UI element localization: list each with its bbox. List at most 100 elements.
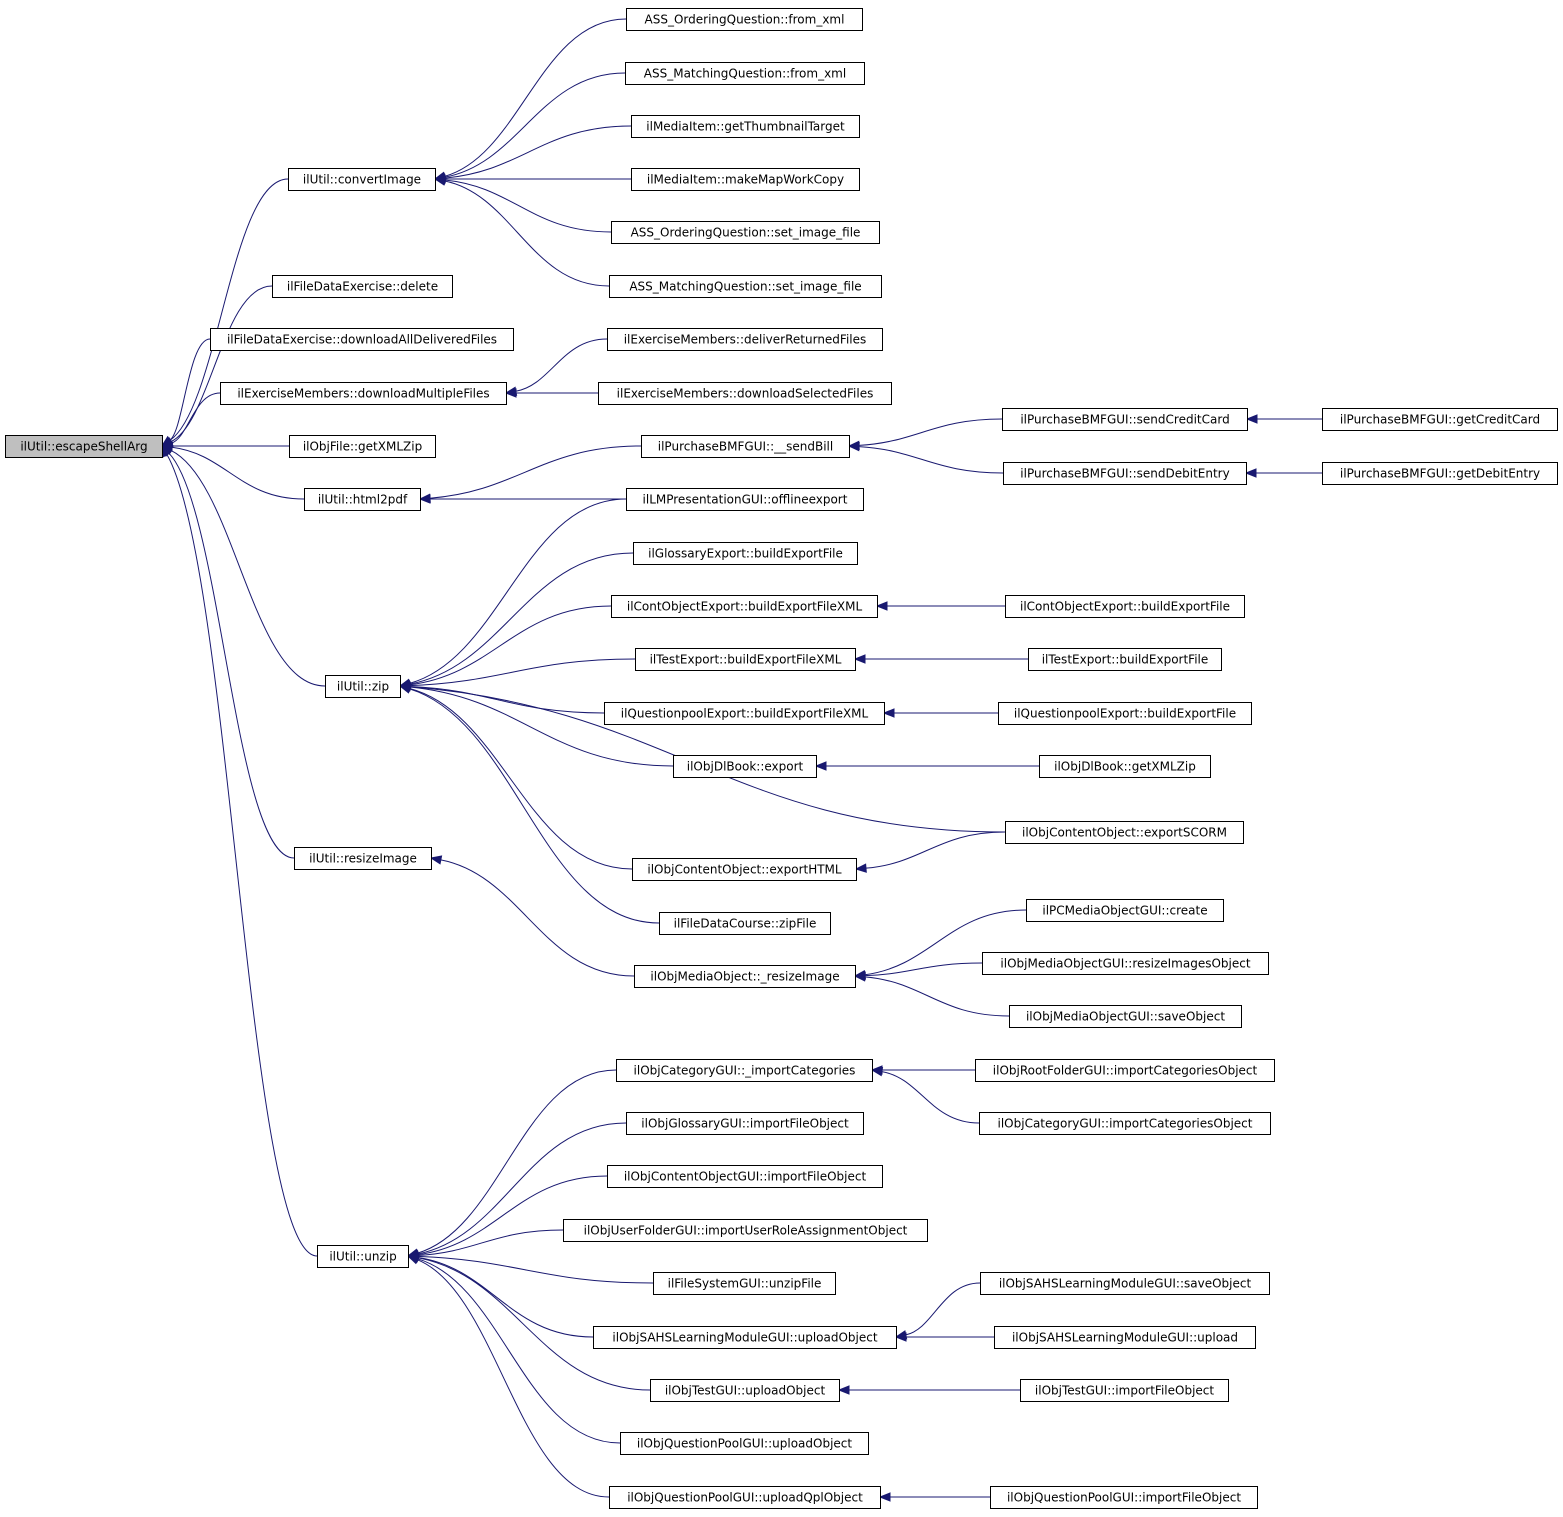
node-label: ilExerciseMembers::downloadMultipleFiles [237,387,489,401]
node-qp-gui-import[interactable]: ilObjQuestionPoolGUI::importFileObject [990,1486,1258,1509]
node-label: ilMediaItem::makeMapWorkCopy [647,173,844,187]
node-cat-import-obj[interactable]: ilObjCategoryGUI::importCategoriesObject [979,1112,1271,1135]
node-qp-gui-upload-qpl[interactable]: ilObjQuestionPoolGUI::uploadQplObject [609,1486,881,1509]
node-test-gui-upload[interactable]: ilObjTestGUI::uploadObject [650,1379,840,1402]
edge-zip-oco-html [398,684,633,870]
node-label: ilLMPresentationGUI::offlineexport [643,493,848,507]
node-resize-image[interactable]: ilUtil::resizeImage [294,847,432,870]
node-cat-import[interactable]: ilObjCategoryGUI::_importCategories [616,1059,873,1082]
node-root-folder-import[interactable]: ilObjRootFolderGUI::importCategoriesObje… [975,1059,1275,1082]
node-label: ilObjTestGUI::uploadObject [665,1384,826,1398]
node-qp-build[interactable]: ilQuestionpoolExport::buildExportFile [998,702,1252,725]
node-html2pdf[interactable]: ilUtil::html2pdf [304,488,421,511]
node-lm-offline[interactable]: ilLMPresentationGUI::offlineexport [626,488,864,511]
edge-unzip-qp-gui-upload [406,1254,621,1444]
node-fde-delete[interactable]: ilFileDataExercise::delete [272,275,453,298]
call-nodes: ilUtil::escapeShellArg ilUtil::convertIma… [5,8,1558,1509]
edge-root-fde-download-all [160,338,211,447]
node-gloss-build[interactable]: ilGlossaryExport::buildExportFile [633,542,858,565]
node-test-build-xml[interactable]: ilTestExport::buildExportFileXML [635,648,856,671]
node-label: ilPurchaseBMFGUI::__sendBill [658,440,833,454]
node-label: ilObjQuestionPoolGUI::uploadObject [637,1437,853,1451]
node-label: ASS_OrderingQuestion::from_xml [645,13,845,27]
node-ass-mat-set-img[interactable]: ASS_MatchingQuestion::set_image_file [609,275,882,298]
node-label: ilObjRootFolderGUI::importCategoriesObje… [993,1064,1258,1078]
node-co-build-xml[interactable]: ilContObjectExport::buildExportFileXML [611,595,878,618]
edge-om-resize-omg-save [853,972,1010,1017]
node-label: ilUtil::escapeShellArg [20,440,147,454]
node-pcm-create[interactable]: ilPCMediaObjectGUI::create [1026,899,1224,922]
node-om-resize[interactable]: ilObjMediaObject::_resizeImage [634,965,856,988]
edge-unzip-cog-import [406,1175,608,1260]
node-fs-unzip[interactable]: ilFileSystemGUI::unzipFile [653,1272,836,1295]
node-pb-send-bill[interactable]: ilPurchaseBMFGUI::__sendBill [641,435,850,458]
edge-convert-image-mi-map-copy [433,174,631,184]
node-test-build[interactable]: ilTestExport::buildExportFile [1028,648,1222,671]
edge-pb-send-credit-pb-get-credit [1245,414,1322,424]
edge-unzip-uf-import [406,1229,564,1261]
node-pb-get-debit[interactable]: ilPurchaseBMFGUI::getDebitEntry [1322,462,1558,485]
node-qp-build-xml[interactable]: ilQuestionpoolExport::buildExportFileXML [604,702,885,725]
node-label: ilPCMediaObjectGUI::create [1042,904,1207,918]
node-sahs-upload[interactable]: ilObjSAHSLearningModuleGUI::upload [994,1326,1256,1349]
node-label: ilFileDataExercise::downloadAllDelivered… [227,333,497,347]
node-label: ilObjDlBook::getXMLZip [1054,760,1196,774]
node-sahs-save[interactable]: ilObjSAHSLearningModuleGUI::saveObject [980,1272,1270,1295]
node-obj-file-get-xmlzip[interactable]: ilObjFile::getXMLZip [289,435,436,458]
edge-test-build-xml-test-build [853,654,1029,664]
node-ass-ord-from-xml[interactable]: ASS_OrderingQuestion::from_xml [626,8,863,31]
node-label: ilObjCategoryGUI::importCategoriesObject [998,1117,1253,1131]
node-label: ilObjMediaObjectGUI::resizeImagesObject [1000,957,1250,971]
node-label: ilUtil::zip [337,680,389,694]
node-dl-get-xmlzip[interactable]: ilObjDlBook::getXMLZip [1039,755,1211,778]
node-label: ilObjQuestionPoolGUI::uploadQplObject [627,1491,863,1505]
node-gloss-gui-import[interactable]: ilObjGlossaryGUI::importFileObject [626,1112,864,1135]
node-label: ilExerciseMembers::deliverReturnedFiles [624,333,867,347]
edge-convert-image-ass-mat-from-xml [433,72,626,182]
edge-test-gui-upload-test-gui-import [837,1385,1020,1395]
node-qp-gui-upload[interactable]: ilObjQuestionPoolGUI::uploadObject [620,1432,869,1455]
node-pb-send-credit[interactable]: ilPurchaseBMFGUI::sendCreditCard [1002,408,1248,431]
edge-resize-image-om-resize [429,855,635,977]
node-sahs-upload-obj[interactable]: ilObjSAHSLearningModuleGUI::uploadObject [593,1326,897,1349]
node-zip[interactable]: ilUtil::zip [325,675,401,698]
edge-om-resize-omg-resize-images [853,962,983,981]
node-fde-download-all[interactable]: ilFileDataExercise::downloadAllDelivered… [210,328,514,351]
node-em-deliver-returned[interactable]: ilExerciseMembers::deliverReturnedFiles [607,328,883,351]
node-omg-save[interactable]: ilObjMediaObjectGUI::saveObject [1009,1005,1242,1028]
node-label: ilContObjectExport::buildExportFile [1020,600,1230,614]
edge-cat-import-cat-import-obj [870,1067,980,1124]
edge-qp-gui-upload-qpl-qp-gui-import [878,1492,990,1502]
edge-convert-image-ass-mat-set-img [433,176,610,287]
node-label: ilContObjectExport::buildExportFileXML [627,600,863,614]
node-fdc-zip[interactable]: ilFileDataCourse::zipFile [659,912,831,935]
edge-pb-send-bill-pb-send-debit [847,441,1004,474]
node-mi-thumb[interactable]: ilMediaItem::getThumbnailTarget [631,115,860,138]
node-pb-get-credit[interactable]: ilPurchaseBMFGUI::getCreditCard [1322,408,1558,431]
node-label: ilObjSAHSLearningModuleGUI::uploadObject [612,1331,877,1345]
node-uf-import[interactable]: ilObjUserFolderGUI::importUserRoleAssign… [563,1219,928,1242]
node-omg-resize-images[interactable]: ilObjMediaObjectGUI::resizeImagesObject [982,952,1269,975]
node-em-download-multiple[interactable]: ilExerciseMembers::downloadMultipleFiles [220,382,507,405]
node-label: ilFileDataExercise::delete [287,280,438,294]
edge-html2pdf-pb-send-bill [418,445,642,503]
node-ass-ord-set-img[interactable]: ASS_OrderingQuestion::set_image_file [611,221,880,244]
node-root[interactable]: ilUtil::escapeShellArg [5,435,163,458]
node-cog-import[interactable]: ilObjContentObjectGUI::importFileObject [607,1165,883,1188]
node-co-build[interactable]: ilContObjectExport::buildExportFile [1005,595,1245,618]
node-oco-scorm[interactable]: ilObjContentObject::exportSCORM [1005,821,1244,844]
node-ass-mat-from-xml[interactable]: ASS_MatchingQuestion::from_xml [625,62,865,85]
node-em-download-selected[interactable]: ilExerciseMembers::downloadSelectedFiles [598,382,892,405]
node-test-gui-import[interactable]: ilObjTestGUI::importFileObject [1020,1379,1229,1402]
node-unzip[interactable]: ilUtil::unzip [317,1245,409,1268]
edge-pb-send-debit-pb-get-debit [1244,468,1322,478]
node-convert-image[interactable]: ilUtil::convertImage [288,168,436,191]
node-dl-export[interactable]: ilObjDlBook::export [673,755,817,778]
edge-html2pdf-lm-offline [418,494,626,504]
node-mi-map-copy[interactable]: ilMediaItem::makeMapWorkCopy [631,168,860,191]
edge-em-download-multiple-em-deliver-returned [504,338,608,396]
node-label: ilTestExport::buildExportFile [1042,653,1209,667]
node-pb-send-debit[interactable]: ilPurchaseBMFGUI::sendDebitEntry [1003,462,1247,485]
edge-convert-image-ass-ord-from-xml [433,18,627,181]
node-oco-html[interactable]: ilObjContentObject::exportHTML [632,858,857,881]
